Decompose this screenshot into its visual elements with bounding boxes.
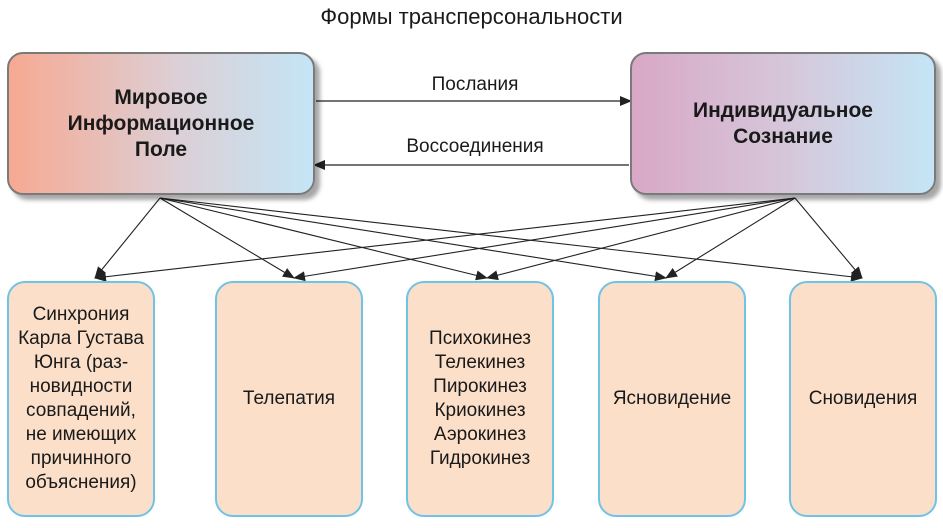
form-dreams: Сновидения [789, 281, 937, 517]
fan-arrow-individual-4 [794, 197, 863, 279]
form-dreams-label: Сновидения [808, 388, 918, 409]
edge-label-messages: Послания [431, 74, 519, 95]
fan-arrow-individual-1 [293, 197, 796, 282]
fan-arrow-world-1 [159, 197, 295, 279]
form-telepathy-label: Телепатия [242, 388, 336, 409]
diagram-title: Формы трансперсональности [320, 4, 623, 29]
edge-label-reunion: Воссоединения [406, 136, 544, 157]
fan-arrow-individual-2 [486, 197, 796, 281]
fan-arrow-world-3 [159, 197, 667, 282]
form-psychokinesis-label: Психокинез Телекинез Пирокинез Криокинез… [429, 328, 531, 469]
fan-arrows [94, 197, 863, 282]
node-individual-consciousness-label: Индивидуальное Сознание [693, 98, 873, 148]
fan-arrow-world-4 [159, 197, 863, 282]
node-world-information-field: Мировое Информационное Поле [7, 52, 315, 195]
form-clairvoyance-label: Ясновидение [612, 388, 732, 409]
node-individual-consciousness: Индивидуальное Сознание [630, 52, 936, 195]
form-psychokinesis: Психокинез Телекинез Пирокинез Криокинез… [406, 281, 554, 517]
form-synchronicity: Синхрония Карла Густава Юнга (раз- новид… [7, 281, 155, 517]
form-telepathy: Телепатия [215, 281, 363, 517]
fan-arrow-individual-3 [665, 197, 796, 279]
fan-arrow-individual-0 [94, 197, 796, 282]
fan-arrow-world-0 [94, 197, 161, 279]
form-synchronicity-label: Синхрония Карла Густава Юнга (раз- новид… [18, 304, 144, 493]
form-clairvoyance: Ясновидение [598, 281, 746, 517]
fan-arrow-world-2 [159, 197, 488, 281]
node-world-information-field-label: Мировое Информационное Поле [67, 85, 255, 161]
